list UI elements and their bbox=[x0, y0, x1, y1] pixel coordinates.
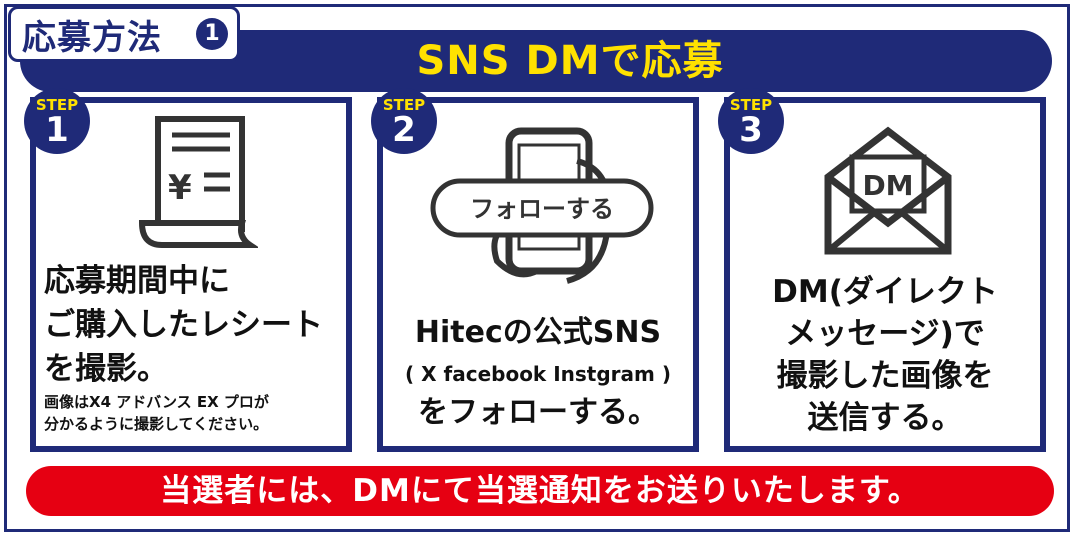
step3-text: DM(ダイレクト メッセージ)で 撮影した画像を 送信する。 bbox=[730, 271, 1040, 439]
step-badge-1: STEP 1 bbox=[24, 88, 90, 154]
step-card-1: ¥ 応募期間中に ご購入したレシート を撮影。 画像はX4 アドバンス EX プ… bbox=[30, 97, 352, 452]
method-number-badge: 1 bbox=[196, 18, 228, 50]
header-title: SNS DMで応募 bbox=[416, 38, 724, 84]
winner-notice-bar bbox=[26, 466, 1054, 516]
step-card-3: DM DM(ダイレクト メッセージ)で 撮影した画像を 送信する。 bbox=[724, 97, 1046, 452]
follow-button-label: フォローする bbox=[470, 195, 614, 223]
step1-line: ご購入したレシート bbox=[44, 307, 323, 343]
step2-line3: をフォローする。 bbox=[418, 395, 658, 430]
step3-line: 送信する。 bbox=[807, 400, 963, 436]
step1-note: 画像はX4 アドバンス EX プロが 分かるように撮影してください。 bbox=[44, 391, 269, 435]
step-label: STEP bbox=[35, 96, 79, 114]
envelope-dm-text: DM bbox=[862, 169, 913, 202]
receipt-icon: ¥ bbox=[138, 116, 258, 248]
step3-line: 撮影した画像を bbox=[776, 358, 994, 394]
method-label: 応募方法 bbox=[22, 18, 162, 58]
step-number: 3 bbox=[739, 110, 763, 150]
winner-notice-text: 当選者には、DMにて当選通知をお送りいたします。 bbox=[160, 473, 920, 509]
outer-border bbox=[4, 4, 1070, 532]
step-label: STEP bbox=[382, 96, 426, 114]
step3-line: メッセージ)で bbox=[785, 316, 985, 352]
dm-envelope-icon: DM bbox=[824, 126, 952, 255]
step1-text: 応募期間中に ご購入したレシート を撮影。 bbox=[44, 259, 323, 391]
step3-line: DM(ダイレクト bbox=[772, 274, 998, 310]
step-badge-3: STEP 3 bbox=[718, 88, 784, 154]
step1-line: を撮影。 bbox=[44, 351, 168, 387]
step1-note-line: 分かるように撮影してください。 bbox=[44, 415, 269, 433]
step-label: STEP bbox=[729, 96, 773, 114]
step1-line: 応募期間中に bbox=[44, 263, 230, 299]
smartphone-follow-icon: フォローする bbox=[430, 127, 654, 284]
step2-line2: ( X facebook Instgram ) bbox=[405, 362, 671, 386]
step1-note-line: 画像はX4 アドバンス EX プロが bbox=[44, 393, 269, 411]
step-card-2: フォローする Hitecの公式SNS ( X facebook Instgram… bbox=[377, 97, 699, 452]
step2-line1: Hitecの公式SNS bbox=[414, 315, 662, 350]
step-number: 1 bbox=[45, 110, 69, 150]
step-number: 2 bbox=[392, 110, 416, 150]
receipt-yen-mark: ¥ bbox=[168, 168, 192, 208]
step-badge-2: STEP 2 bbox=[371, 88, 437, 154]
